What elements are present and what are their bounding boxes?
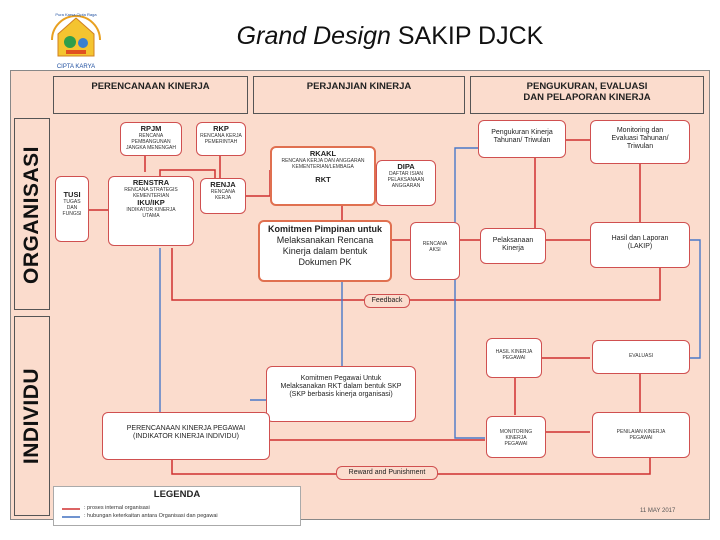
monitoring-line1: Monitoring dan [616, 127, 664, 134]
perencanaan-pegawai-line2: (INDIKATOR KINERJA INDIVIDU) [133, 433, 239, 440]
hasil-laporan-line2: (LAKIP) [627, 243, 653, 250]
renja-sub: RENCANA KERJA [210, 189, 236, 201]
renja-box: RENJA RENCANA KERJA [200, 178, 246, 214]
legend: LEGENDA : proses internal organisasi : h… [53, 486, 301, 526]
legend-item-red: : proses internal organisasi [84, 505, 150, 511]
tusi-title: TUSI [63, 190, 81, 199]
hasil-laporan-box: Hasil dan Laporan (LAKIP) [590, 222, 690, 268]
rkp-sub: RENCANA KERJA PEMERINTAH [200, 133, 242, 145]
monitoring-pegawai-box: MONITORING KINERJA PEGAWAI [486, 416, 546, 458]
renstra-sub2: KEMENTERIAN [132, 193, 170, 199]
renstra-title: RENSTRA [132, 178, 170, 187]
link-pengukuran-monitoring [454, 147, 485, 439]
evaluasi-label: EVALUASI [628, 353, 654, 359]
iku-title: IKU/IKP [137, 198, 165, 207]
iku-sub2: UTAMA [142, 213, 160, 219]
feedback-label: Feedback [364, 294, 410, 308]
tusi-box: TUSI TUGAS DAN FUNGSI [55, 176, 89, 242]
hasil-kinerja-box: HASIL KINERJA PEGAWAI [486, 338, 542, 378]
penilaian-line1: PENILAIAN KINERJA [616, 429, 666, 435]
column-label: PERJANJIAN KINERJA [306, 81, 412, 92]
pengukuran-box: Pengukuran Kinerja Tahunan/ Triwulan [478, 120, 566, 158]
rkt-label: RKT [315, 175, 331, 184]
page-title: Grand Design SAKIP DJCK [180, 22, 600, 51]
link-hasil-evaluasi [690, 239, 701, 359]
date-label: 11 MAY 2017 [640, 508, 676, 514]
tusi-sub: TUGAS DAN FUNGSI [62, 199, 82, 217]
monitoring-line3: Triwulan [626, 143, 654, 150]
rkp-title: RKP [213, 124, 229, 133]
cipta-karya-logo: CIPTA KARYA Pura Karsa Cipta Raga [44, 10, 108, 72]
column-header-perencanaan: PERENCANAAN KINERJA [53, 76, 248, 114]
pelaksanaan-box: Pelaksanaan Kinerja [480, 228, 546, 264]
rpjm-sub: RENCANA PEMBANGUNAN JANGKA MENENGAH [125, 133, 176, 151]
monitoring-pegawai-line2: PEGAWAI [504, 441, 528, 447]
legend-item-blue: : hubungan keterkaitan antara Organisasi… [84, 513, 218, 519]
komitmen-pimpinan-box: Komitmen Pimpinan untuk Melaksanakan Ren… [258, 220, 392, 282]
legend-swatches [62, 508, 80, 518]
monitoring-line2: Evaluasi Tahunan/ [611, 135, 669, 142]
reward-punishment-label: Reward and Punishment [336, 466, 438, 480]
feedback-line [171, 248, 661, 301]
komitmen-pegawai-box: Komitmen Pegawai Untuk Melaksanakan RKT … [266, 366, 416, 422]
renja-title: RENJA [210, 180, 236, 189]
column-header-pengukuran: PENGUKURAN, EVALUASI DAN PELAPORAN KINER… [470, 76, 704, 114]
pengukuran-line2: Tahunan/ Triwulan [493, 137, 551, 144]
komitmen-pegawai-line3: (SKP berbasis kinerja organisasi) [289, 391, 393, 398]
rkakl-title: RKAKL [309, 149, 337, 158]
komitmen-pegawai-line2: Melaksanakan RKT dalam bentuk SKP [280, 383, 402, 390]
rkakl-sub: RENCANA KERJA DAN ANGGARAN KEMENTERIAN/L… [281, 158, 365, 170]
evaluasi-box: EVALUASI [592, 340, 690, 374]
iku-sub: INDIKATOR KINERJA [126, 207, 176, 213]
row-header-organisasi [14, 118, 50, 310]
rencana-aksi-line2: AKSI [429, 247, 441, 253]
arrow-renstra-renja [159, 169, 216, 178]
title-italic: Grand Design [236, 22, 391, 50]
hasil-kinerja-line1: HASIL KINERJA [495, 349, 533, 355]
column-label: DAN PELAPORAN KINERJA [523, 92, 651, 103]
penilaian-line2: PEGAWAI [629, 435, 653, 441]
rencana-aksi-box: RENCANA AKSI [410, 222, 460, 280]
monitoring-evaluasi-box: Monitoring dan Evaluasi Tahunan/ Triwula… [590, 120, 690, 164]
hasil-laporan-line1: Hasil dan Laporan [611, 235, 669, 242]
perencanaan-pegawai-line1: PERENCANAAN KINERJA PEGAWAI [126, 425, 246, 432]
legend-title: LEGENDA [153, 489, 201, 500]
dipa-title: DIPA [397, 162, 415, 171]
column-label: PENGUKURAN, EVALUASI [526, 81, 648, 92]
row-header-individu [14, 316, 50, 516]
rkp-box: RKP RENCANA KERJA PEMERINTAH [196, 122, 246, 156]
penilaian-box: PENILAIAN KINERJA PEGAWAI [592, 412, 690, 458]
rkakl-box: RKAKL RENCANA KERJA DAN ANGGARAN KEMENTE… [270, 146, 376, 206]
renstra-box: RENSTRA RENCANA STRATEGIS KEMENTERIAN IK… [108, 176, 194, 246]
logo-emblem-icon: CIPTA KARYA Pura Karsa Cipta Raga [51, 12, 101, 70]
renstra-sub: RENCANA STRATEGIS [124, 187, 178, 193]
monitoring-pegawai-line1: MONITORING KINERJA [499, 429, 533, 441]
column-label: PERENCANAAN KINERJA [91, 81, 210, 92]
komitmen-line4: Dokumen PK [298, 257, 352, 267]
komitmen-line1: Komitmen Pimpinan untuk [267, 224, 382, 234]
column-header-perjanjian: PERJANJIAN KINERJA [253, 76, 465, 114]
rpjm-title: RPJM [140, 124, 162, 133]
dipa-box: DIPA DAFTAR ISIAN PELAKSANAAN ANGGARAN [376, 160, 436, 206]
logo-top-text: Pura Karsa Cipta Raga [55, 12, 97, 17]
rencana-aksi-line1: RENCANA [422, 241, 448, 247]
komitmen-pegawai-line1: Komitmen Pegawai Untuk [300, 375, 382, 382]
dipa-sub: DAFTAR ISIAN PELAKSANAAN ANGGARAN [387, 171, 425, 189]
hasil-kinerja-line2: PEGAWAI [502, 355, 526, 361]
pelaksanaan-line1: Pelaksanaan [492, 237, 534, 244]
logo-text: CIPTA KARYA [57, 64, 95, 70]
komitmen-line3: Kinerja dalam bentuk [282, 246, 368, 256]
pelaksanaan-line2: Kinerja [502, 245, 524, 252]
perencanaan-pegawai-box: PERENCANAAN KINERJA PEGAWAI (INDIKATOR K… [102, 412, 270, 460]
rpjm-box: RPJM RENCANA PEMBANGUNAN JANGKA MENENGAH [120, 122, 182, 156]
title-rest: SAKIP DJCK [397, 22, 544, 50]
pengukuran-line1: Pengukuran Kinerja [491, 129, 553, 136]
komitmen-line2: Melaksanakan Rencana [276, 235, 374, 245]
